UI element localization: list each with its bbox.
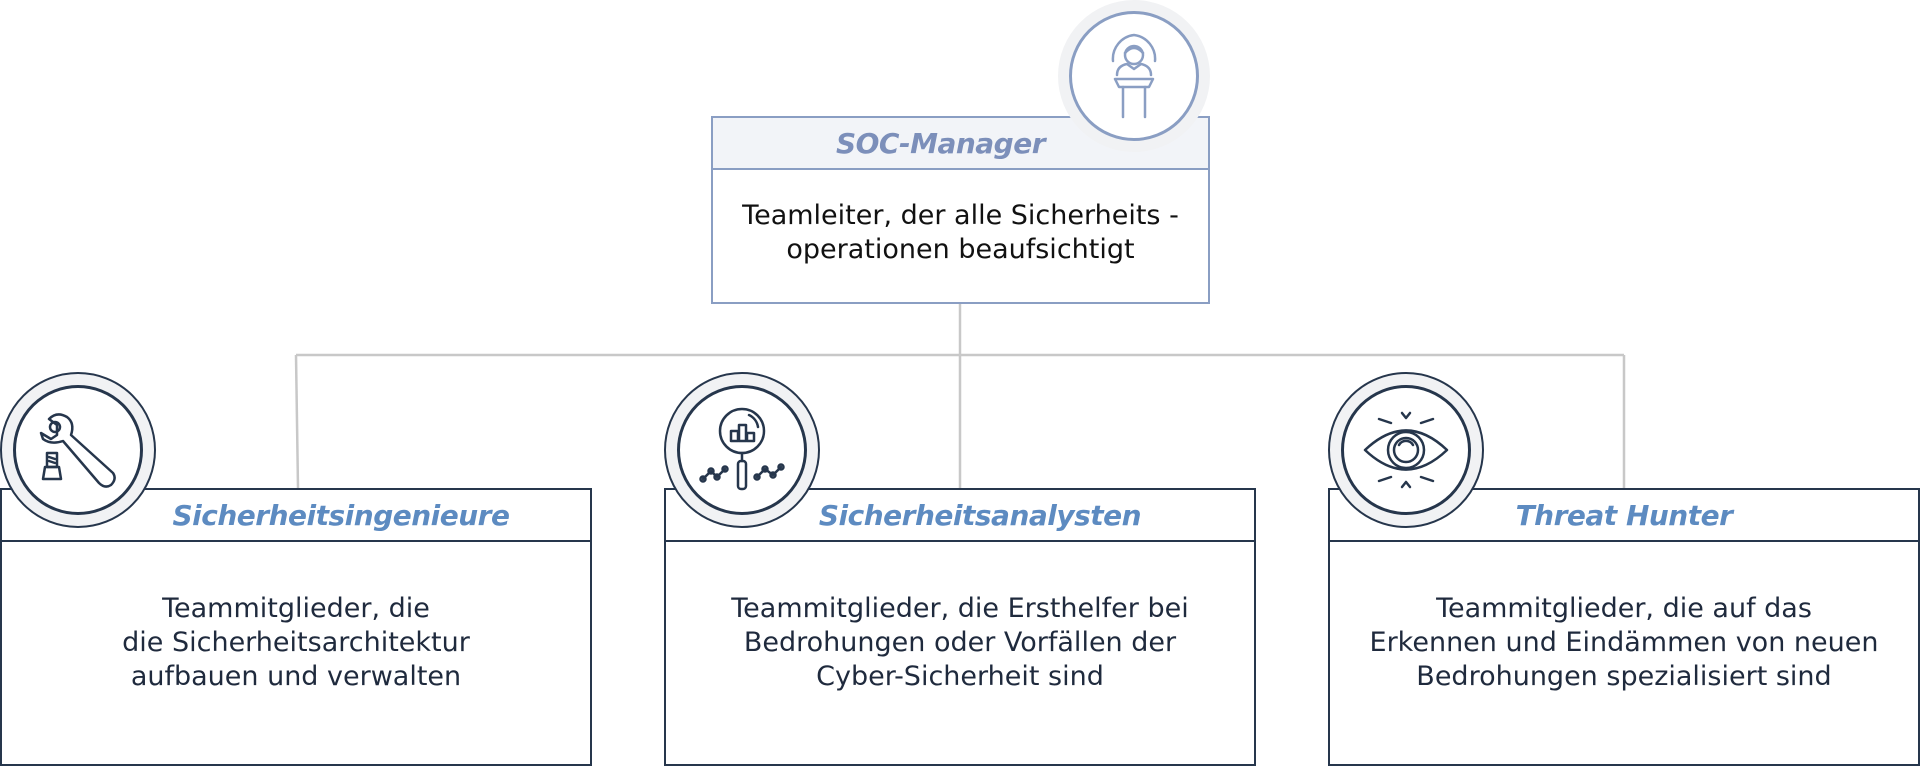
- security-analysts-description: Teammitglieder, die Ersthelfer bei Bedro…: [731, 593, 1189, 692]
- connector-engineers: [294, 354, 300, 489]
- presenter-podium-icon: [1111, 33, 1157, 119]
- security-analysts-card: Sicherheitsanalysten Teammitglieder, die…: [664, 488, 1256, 766]
- eye-icon: [1363, 411, 1449, 489]
- soc-manager-card: SOC-Manager Teamleiter, der alle Sicherh…: [711, 116, 1210, 304]
- threat-hunter-description: Teammitglieder, die auf das Erkennen und…: [1369, 593, 1879, 692]
- security-analysts-title: Sicherheitsanalysten: [666, 490, 1254, 542]
- security-engineers-card: Sicherheitsingenieure Teammitglieder, di…: [0, 488, 592, 766]
- security-engineers-badge: [0, 372, 156, 528]
- security-analysts-badge: [664, 372, 820, 528]
- threat-hunter-title: Threat Hunter: [1330, 490, 1918, 542]
- threat-hunter-badge: [1328, 372, 1484, 528]
- magnifier-analytics-icon: [699, 407, 785, 491]
- security-engineers-title: Sicherheitsingenieure: [2, 490, 590, 542]
- security-engineers-description: Teammitglieder, die die Sicherheitsarchi…: [122, 593, 470, 692]
- soc-manager-badge: [1058, 0, 1210, 152]
- wrench-tools-icon: [39, 413, 116, 488]
- soc-manager-description: Teamleiter, der alle Sicherheits - opera…: [742, 199, 1179, 265]
- threat-hunter-card: Threat Hunter Teammitglieder, die auf da…: [1328, 488, 1920, 766]
